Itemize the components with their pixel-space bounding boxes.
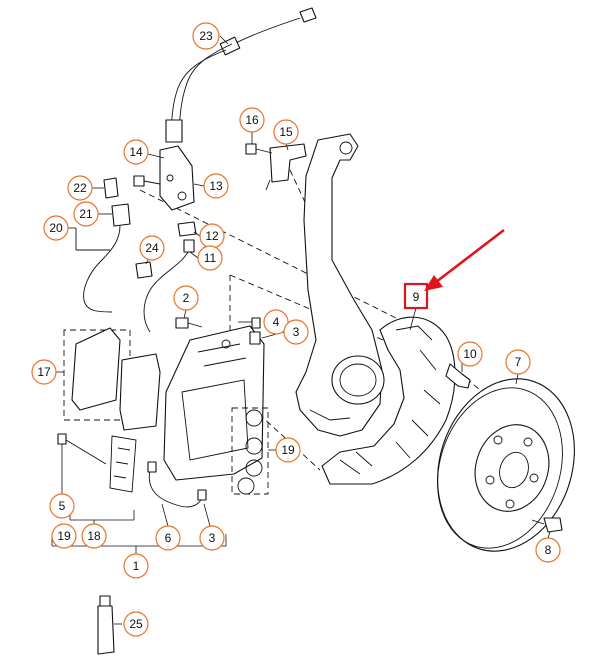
callout-4: 4	[263, 309, 289, 335]
svg-text:19: 19	[281, 443, 295, 457]
svg-text:16: 16	[245, 113, 259, 127]
callout-3: 3	[283, 319, 309, 345]
callout-20: 20	[43, 215, 69, 241]
seal-rings-19	[231, 407, 269, 495]
svg-text:2: 2	[183, 291, 190, 305]
callout-14: 14	[123, 139, 149, 165]
bleeder-3	[249, 331, 261, 345]
svg-text:12: 12	[205, 229, 219, 243]
svg-text:4: 4	[273, 315, 280, 329]
callout-17: 17	[31, 359, 57, 385]
callout-13: 13	[203, 173, 229, 199]
svg-text:19: 19	[57, 529, 71, 543]
clip-24	[135, 261, 153, 279]
bleeder-4	[251, 317, 261, 329]
callout-11: 11	[197, 245, 223, 271]
bolt-2	[175, 317, 203, 329]
bracket-15	[265, 143, 307, 191]
brake-line-6	[147, 461, 207, 508]
splash-shield-9	[321, 316, 456, 485]
bolt-16	[245, 143, 273, 155]
svg-text:20: 20	[49, 221, 63, 235]
callout-2: 2	[173, 285, 199, 311]
svg-text:13: 13	[209, 179, 223, 193]
callout-15: 15	[273, 119, 299, 145]
bolt-8	[531, 517, 563, 533]
callout-12: 12	[199, 223, 225, 249]
svg-text:1: 1	[133, 559, 140, 573]
brake-pads-17	[63, 327, 161, 431]
callout-24: 24	[139, 235, 165, 261]
group-bracket-18	[69, 510, 135, 521]
clip-12	[177, 221, 197, 237]
svg-text:3: 3	[209, 531, 216, 545]
callout-18: 18	[81, 523, 107, 549]
svg-text:22: 22	[73, 181, 87, 195]
svg-text:9: 9	[413, 290, 420, 304]
bolt-10	[445, 363, 471, 389]
svg-text:24: 24	[145, 241, 159, 255]
svg-text:5: 5	[59, 499, 66, 513]
sensor-connector-21	[83, 203, 131, 313]
callout-16: 16	[239, 107, 265, 133]
callout-19: 19	[275, 437, 301, 463]
svg-text:21: 21	[79, 207, 93, 221]
callout-23: 23	[192, 22, 220, 50]
brake-caliper	[163, 325, 265, 481]
pad-spring-18	[109, 435, 137, 493]
sensor-bracket-13	[159, 145, 195, 211]
brake-disc-7	[437, 378, 575, 552]
bracket-11	[143, 239, 195, 333]
leader-lines	[56, 35, 551, 625]
callout-22: 22	[67, 175, 93, 201]
svg-text:17: 17	[37, 365, 51, 379]
callout-10: 10	[457, 341, 483, 367]
wear-sensor-22	[103, 177, 119, 199]
guide-bolt-5	[57, 433, 107, 465]
callout-7: 7	[505, 349, 531, 375]
callout-3-bottom: 3	[199, 525, 225, 551]
callout-6: 6	[155, 525, 181, 551]
callout-1: 1	[123, 553, 149, 579]
svg-text:14: 14	[129, 145, 143, 159]
callout-21: 21	[73, 201, 99, 227]
svg-text:11: 11	[204, 251, 217, 265]
steering-knuckle	[295, 133, 385, 437]
highlight-arrow	[424, 228, 505, 291]
callout-19-bottom: 19	[51, 523, 77, 549]
grease-tube-25	[97, 595, 115, 655]
bolt-14	[133, 175, 161, 187]
svg-text:25: 25	[129, 617, 143, 631]
callout-9-highlighted: 9	[403, 282, 429, 310]
svg-text:18: 18	[87, 529, 101, 543]
svg-text:8: 8	[545, 543, 552, 557]
callout-5: 5	[49, 493, 75, 519]
svg-text:23: 23	[199, 29, 213, 43]
svg-text:6: 6	[165, 531, 172, 545]
svg-text:3: 3	[293, 325, 300, 339]
callout-8: 8	[535, 537, 561, 563]
callout-25: 25	[123, 611, 149, 637]
svg-text:7: 7	[515, 355, 522, 369]
wire-20	[75, 228, 110, 251]
svg-text:15: 15	[279, 125, 293, 139]
svg-text:10: 10	[463, 347, 477, 361]
brake-hose	[165, 7, 317, 143]
